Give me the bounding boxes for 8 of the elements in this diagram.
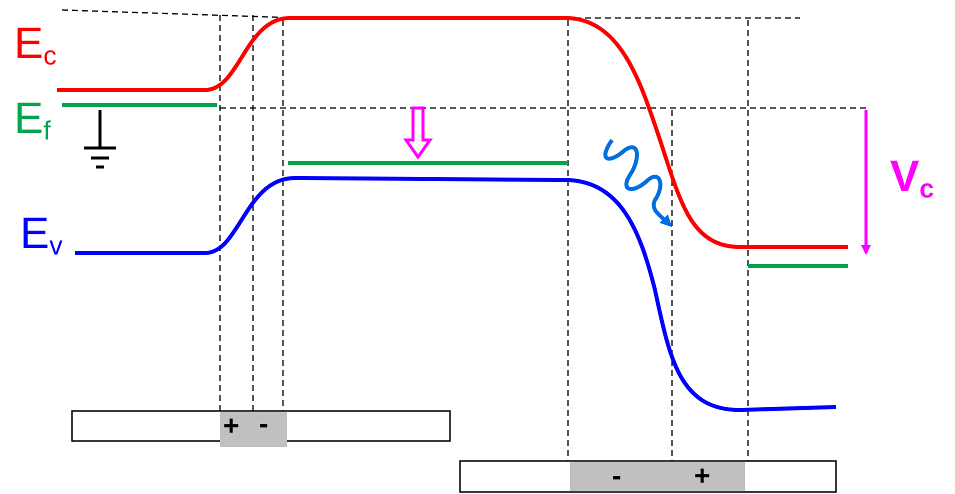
charge-sign: + <box>694 462 710 490</box>
energy-label: E$_{c}$ <box>14 22 57 69</box>
voltage-label: V$_{c}$ <box>890 155 934 202</box>
energy-label: E$_{f}$ <box>14 97 51 144</box>
charge-sign: - <box>612 462 622 490</box>
charge-sign: + <box>223 412 240 440</box>
charge-sign: - <box>259 410 268 438</box>
energy-label: E$_{v}$ <box>20 212 63 259</box>
